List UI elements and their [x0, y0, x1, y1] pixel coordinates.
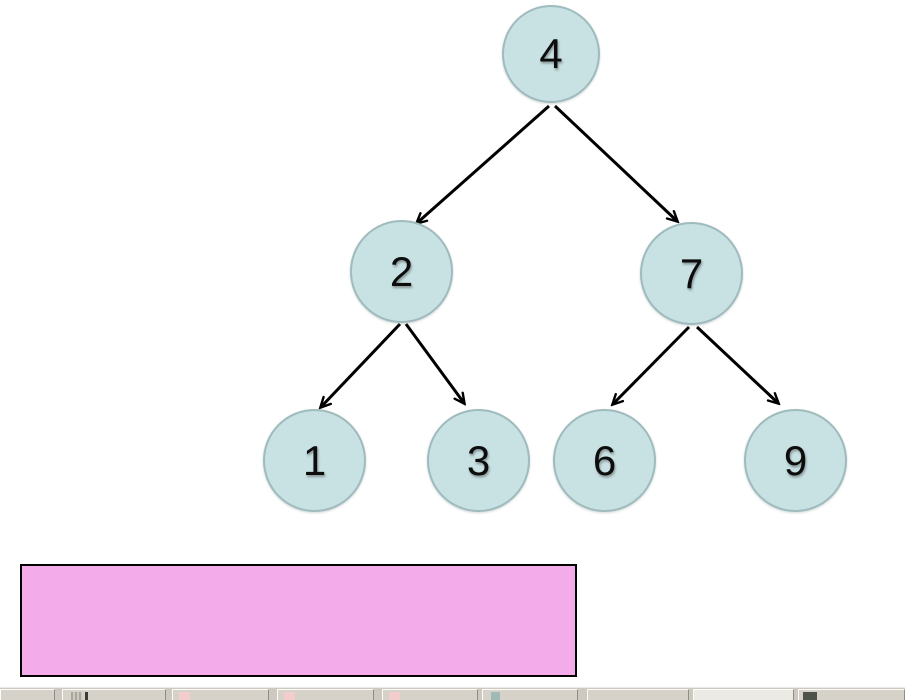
- tree-node-label: 6: [592, 436, 617, 484]
- pink-app-icon: [179, 692, 190, 700]
- pink-rectangle[interactable]: [20, 564, 577, 677]
- taskbar-button-3[interactable]: [172, 689, 269, 700]
- tree-node-1[interactable]: 1: [263, 409, 366, 512]
- tree-node-label: 4: [539, 30, 563, 77]
- tree-node-9[interactable]: 9: [744, 409, 847, 512]
- tree-node-7[interactable]: 7: [640, 222, 743, 325]
- teal-app-icon: [491, 692, 500, 700]
- tree-node-label: 2: [389, 247, 414, 295]
- taskbar-button-9[interactable]: [798, 689, 905, 700]
- taskbar-button-1[interactable]: [0, 689, 55, 700]
- pink-app-icon: [284, 692, 295, 700]
- pink-app-icon: [389, 692, 400, 700]
- tree-node-2[interactable]: 2: [350, 220, 453, 323]
- taskbar-button-5[interactable]: [382, 689, 478, 700]
- taskbar-button-7[interactable]: [587, 689, 689, 700]
- taskbar-button-4[interactable]: [277, 689, 374, 700]
- tree-node-3[interactable]: 3: [427, 409, 530, 512]
- tree-edge-7-6: [613, 325, 691, 404]
- app-icon: [85, 692, 88, 700]
- tree-node-label: 7: [679, 249, 704, 297]
- taskbar-button-8-active[interactable]: [693, 689, 794, 700]
- tree-node-6[interactable]: 6: [553, 409, 656, 512]
- tree-edge-4-7: [553, 104, 677, 221]
- tree-edge-2-1: [321, 322, 402, 407]
- tree-edge-4-2: [417, 104, 550, 223]
- taskbar-button-2[interactable]: [62, 689, 166, 700]
- tree-edge-2-3: [404, 323, 464, 403]
- tree-edge-7-9: [695, 325, 778, 403]
- taskbar-button-6[interactable]: [482, 689, 578, 700]
- taskbar: [0, 687, 905, 700]
- dark-app-icon: [803, 692, 817, 700]
- tree-node-label: 3: [466, 436, 491, 484]
- tree-node-label: 9: [783, 436, 808, 484]
- tree-node-4[interactable]: 4: [502, 5, 600, 103]
- window-icon: [71, 692, 82, 700]
- tree-node-label: 1: [302, 436, 327, 484]
